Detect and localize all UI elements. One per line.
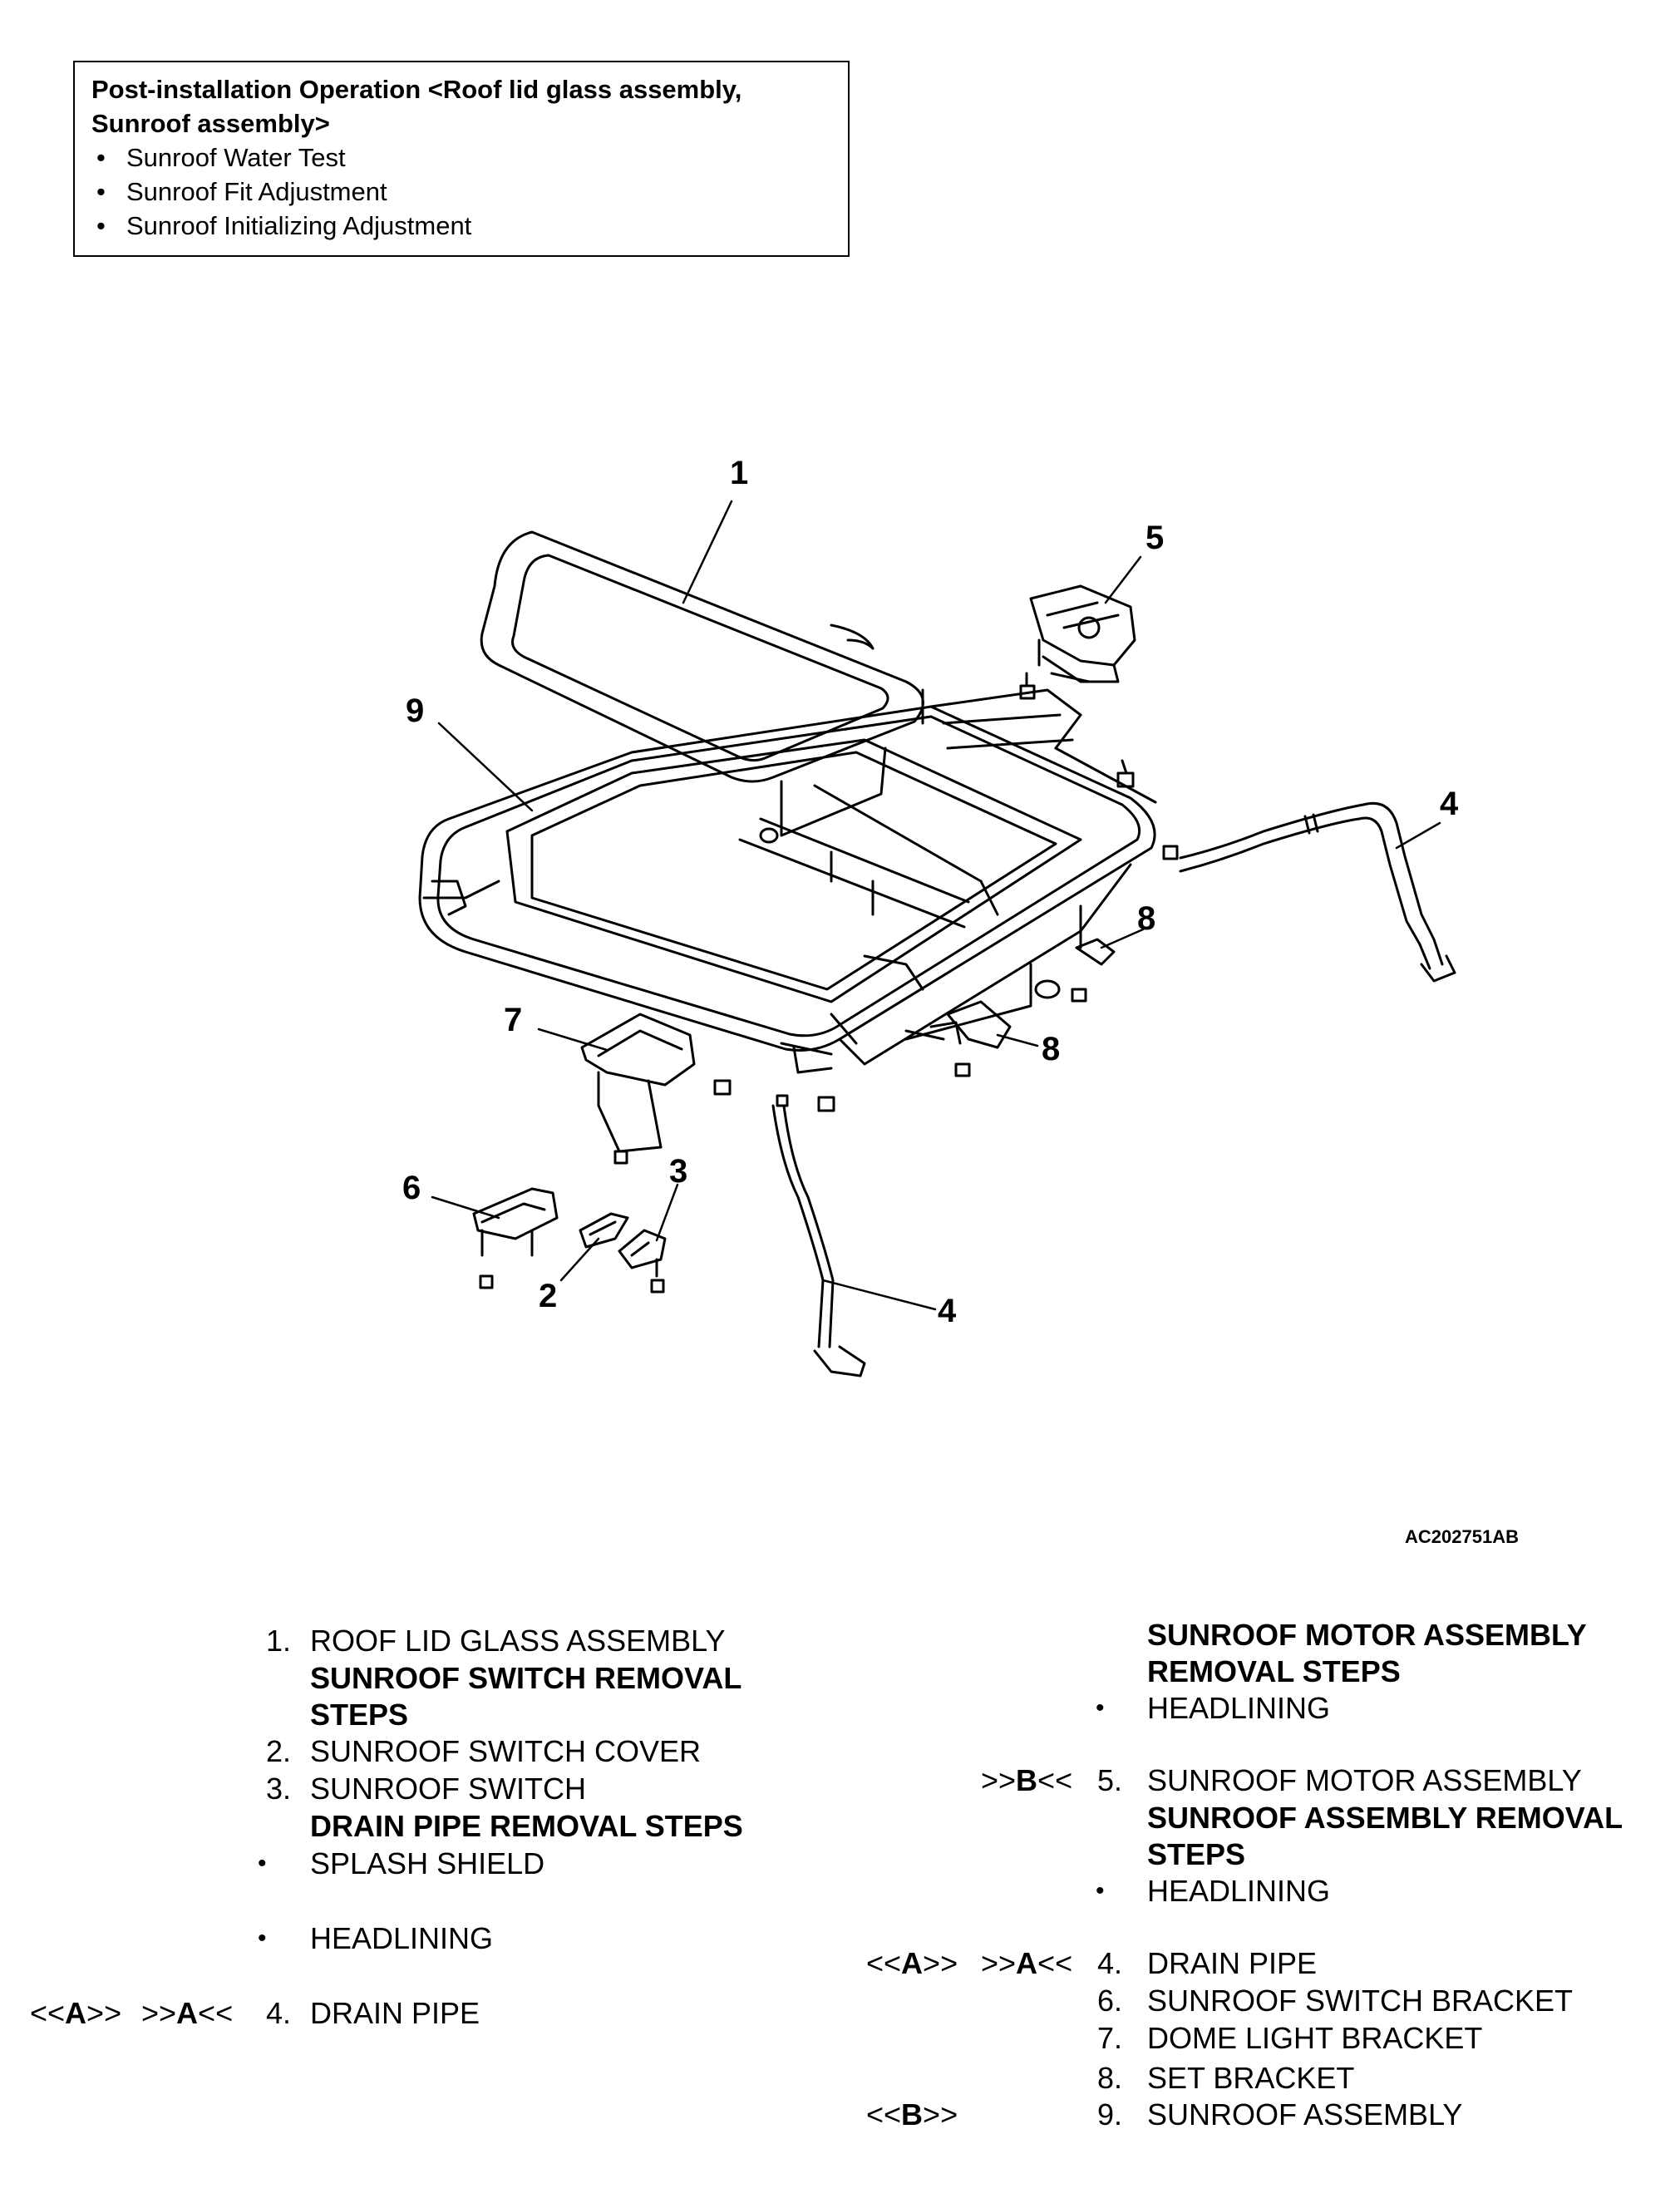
callout-8-lower: 8 <box>1042 1031 1060 1067</box>
ref-a-removal: <<A>> <box>30 1996 122 2030</box>
step-2-label: SUNROOF SWITCH COVER <box>310 1734 702 1768</box>
frame-fasteners <box>713 1079 835 1112</box>
step-8-label: SET BRACKET <box>1147 2061 1355 2095</box>
step-9-label: SUNROOF ASSEMBLY <box>1147 2097 1463 2132</box>
drain-pipe-removal-heading: DRAIN PIPE REMOVAL STEPS <box>310 1809 743 1843</box>
step-3-number: 3. <box>265 1772 291 1806</box>
dome-light-bracket <box>580 1013 696 1165</box>
callout-4-lower: 4 <box>938 1293 957 1329</box>
step-5-number: 5. <box>1096 1763 1122 1797</box>
bullet-icon: • <box>258 1850 267 1877</box>
callout-leaders <box>431 500 1441 1311</box>
post-installation-box: Post-installation Operation <Roof lid gl… <box>73 61 850 257</box>
headlining-label-right-2: HEADLINING <box>1147 1874 1331 1908</box>
drain-pipe-right <box>1162 801 1456 983</box>
step-4-right-label: DRAIN PIPE <box>1147 1946 1318 1980</box>
sunroof-switch-cover <box>579 1212 629 1249</box>
step-4-number: 4. <box>265 1996 291 2030</box>
step-4-right-number: 4. <box>1096 1946 1122 1980</box>
roof-lid-glass-assembly <box>480 530 924 837</box>
callout-6: 6 <box>402 1170 421 1206</box>
callout-4-right: 4 <box>1440 786 1459 822</box>
ref-a-removal-right: <<A>> <box>866 1946 958 1980</box>
sunroof-switch-removal-heading: SUNROOF SWITCH REMOVAL STEPS <box>310 1661 741 1732</box>
callout-2: 2 <box>539 1278 557 1314</box>
sunroof-switch <box>618 1229 667 1294</box>
ref-b-installation: >>B<< <box>981 1763 1073 1797</box>
step-3-label: SUNROOF SWITCH <box>310 1772 586 1806</box>
post-installation-item: •Sunroof Water Test <box>96 143 346 172</box>
step-8-number: 8. <box>1096 2061 1122 2095</box>
step-7-number: 7. <box>1096 2021 1122 2055</box>
sunroof-motor-assembly <box>1019 584 1136 788</box>
headlining-label-left: HEADLINING <box>310 1921 494 1955</box>
step-1-label: ROOF LID GLASS ASSEMBLY <box>310 1624 726 1658</box>
step-6-number: 6. <box>1096 1984 1122 2018</box>
step-7-label: DOME LIGHT BRACKET <box>1147 2021 1483 2055</box>
ref-a-installation-right: >>A<< <box>981 1946 1073 1980</box>
drain-pipe-lower <box>771 1104 866 1377</box>
headlining-label-right-1: HEADLINING <box>1147 1691 1331 1725</box>
post-installation-item: •Sunroof Fit Adjustment <box>96 177 387 206</box>
post-installation-list: •Sunroof Water Test •Sunroof Fit Adjustm… <box>91 140 831 243</box>
post-installation-item: •Sunroof Initializing Adjustment <box>96 211 472 240</box>
callout-5: 5 <box>1145 520 1164 556</box>
set-bracket-lower <box>904 1000 1012 1077</box>
callout-1: 1 <box>730 455 748 491</box>
bullet-icon: • <box>1096 1877 1105 1905</box>
step-4-label: DRAIN PIPE <box>310 1996 480 2030</box>
sunroof-assembly-removal-heading: SUNROOF ASSEMBLY REMOVAL STEPS <box>1147 1801 1623 1871</box>
sunroof-assembly-frame <box>418 638 1157 1074</box>
callout-3: 3 <box>669 1153 687 1190</box>
sunroof-motor-removal-heading: SUNROOF MOTOR ASSEMBLY REMOVAL STEPS <box>1147 1618 1587 1688</box>
callout-8-upper: 8 <box>1137 900 1155 937</box>
callout-9: 9 <box>406 692 424 729</box>
step-6-label: SUNROOF SWITCH BRACKET <box>1147 1984 1574 2018</box>
splash-shield-label: SPLASH SHIELD <box>310 1846 545 1880</box>
sunroof-switch-bracket <box>472 1187 559 1289</box>
set-bracket-upper <box>1034 904 1116 1003</box>
step-5-label: SUNROOF MOTOR ASSEMBLY <box>1147 1763 1582 1797</box>
step-2-number: 2. <box>265 1734 291 1768</box>
ref-a-installation: >>A<< <box>141 1996 234 2030</box>
figure-code: AC202751AB <box>1405 1526 1519 1547</box>
post-installation-title: Post-installation Operation <Roof lid gl… <box>91 75 742 138</box>
callout-7: 7 <box>504 1002 522 1038</box>
ref-b-removal: <<B>> <box>866 2097 958 2132</box>
bullet-icon: • <box>258 1925 267 1952</box>
bullet-icon: • <box>1096 1694 1105 1722</box>
step-9-number: 9. <box>1096 2097 1122 2132</box>
step-1-number: 1. <box>265 1624 291 1658</box>
